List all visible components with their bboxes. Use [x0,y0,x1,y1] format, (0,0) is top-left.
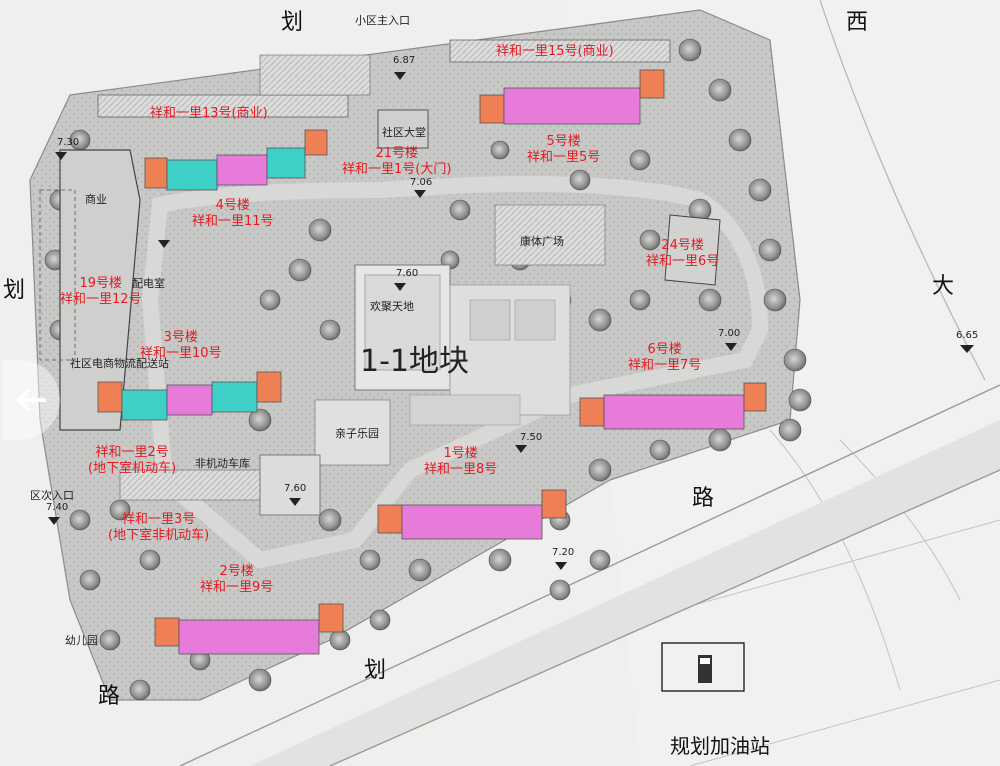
building-label-3: 3号楼祥和一里10号 [140,330,222,362]
community-lobby-label: 社区大堂 [382,126,426,139]
kindergarten-label: 幼儿园 [65,634,98,647]
road-east-a-label: 西 [846,10,869,35]
elevation-label: 7.30 [57,137,80,148]
gas-station-label: 规划加油站 [670,734,770,758]
elevation-label: 7.60 [396,268,419,279]
elevation-label: 6.87 [393,55,416,66]
garage-label-3: 祥和一里3号(地下室非机动车) [108,512,210,544]
elevation-label: 7.40 [46,502,69,513]
elevation-label: 7.20 [552,547,575,558]
building-label-1: 1号楼祥和一里8号 [424,446,498,478]
elevation-label: 7.00 [718,328,741,339]
commercial-label-15: 祥和一里15号(商业) [496,44,614,59]
road-north-label: 划 [281,10,304,35]
building-label-6: 6号楼祥和一里7号 [628,342,702,374]
central-plaza-label: 欢聚天地 [370,300,414,313]
garage-label-2: 祥和一里2号(地下室机动车) [88,445,177,477]
fitness-plaza-label: 康体广场 [520,235,564,248]
building-label-21: 21号楼祥和一里1号(大门) [342,146,452,178]
back-arrow-icon [17,389,46,411]
road-east-b-label: 大 [932,274,955,299]
elevation-label: 7.60 [284,483,307,494]
commercial-label-13: 祥和一里13号(商业) [150,106,268,121]
block-name: 1-1地块 [360,344,469,379]
building-label-2: 2号楼祥和一里9号 [200,564,274,596]
supermarket-label: 社区电商物流配送站 [70,357,169,370]
road-east-c-label: 路 [692,486,715,511]
road-south-label: 划 [364,658,387,683]
elevation-label: 7.50 [520,432,543,443]
building-label-24: 24号楼祥和一里6号 [646,238,720,270]
main-entrance-label: 小区主入口 [355,14,410,27]
building-label-19: 19号楼祥和一里12号 [60,276,142,308]
road-west-bottom-label: 路 [98,684,121,709]
elevation-label: 7.06 [410,177,433,188]
elevation-label: 6.65 [956,330,979,341]
road-west-top-label: 划 [3,278,26,303]
kids-plaza-label: 亲子乐园 [335,427,379,440]
substation-label: 配电室 [132,277,165,290]
building-label-4: 4号楼祥和一里11号 [192,198,274,230]
building-label-5: 5号楼祥和一里5号 [527,134,601,166]
business-label: 商业 [85,193,107,206]
secondary-entrance-label: 区次入口 [30,489,74,502]
nonmotor-garage-label: 非机动车库 [195,457,250,470]
